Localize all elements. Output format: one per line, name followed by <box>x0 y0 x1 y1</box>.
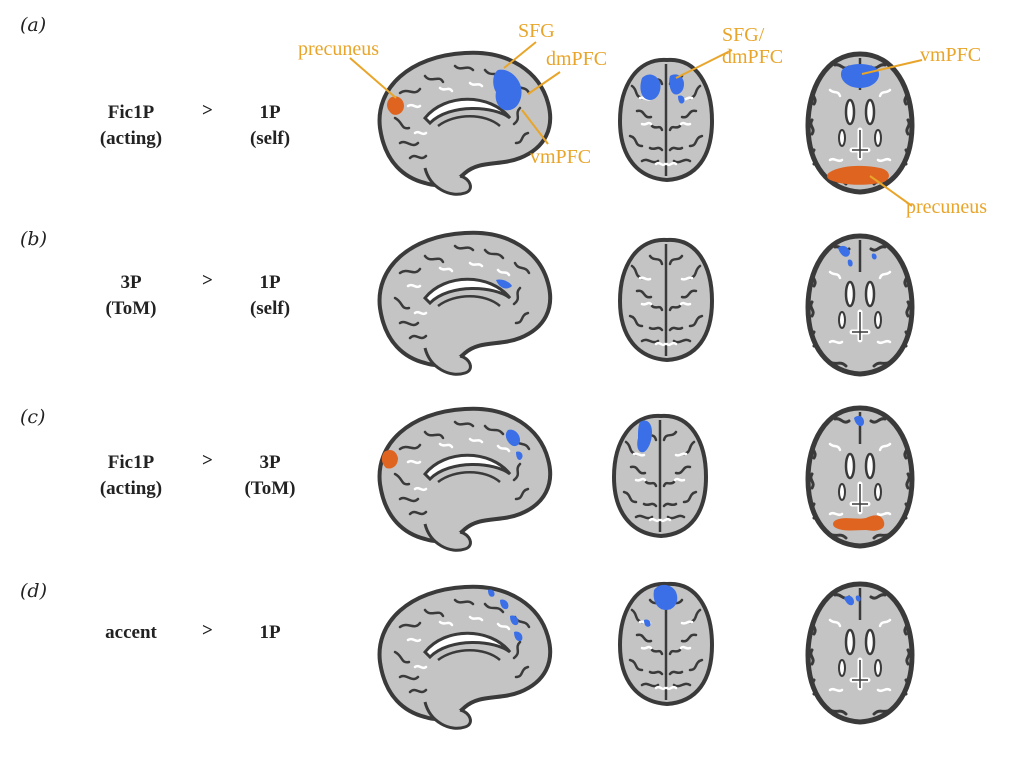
greater-than: > <box>202 450 213 471</box>
row-a: (a) Fic1P (acting) > 1P (self) <box>0 8 1024 198</box>
condition-left: accent <box>105 622 157 643</box>
annotation-dmpfc: dmPFC <box>546 48 608 70</box>
axial-brain <box>800 404 920 552</box>
condition-right: 1P <box>259 622 281 643</box>
row-c: (c) Fic1P (acting) > 3P (ToM) <box>0 400 1024 590</box>
row-d: (d) accent > 1P <box>0 580 1024 770</box>
row-b: (b) 3P (ToM) > 1P (self) <box>0 222 1024 412</box>
top-brain <box>618 57 714 182</box>
axial-brain <box>800 50 920 198</box>
annotation-sfg: SFG <box>518 20 555 42</box>
sagittal-brain <box>377 50 553 197</box>
condition-right: 1P (self) <box>249 102 291 149</box>
annotation-precuneus-sagittal: precuneus <box>298 38 380 60</box>
annotation-vmpfc-sagittal: vmPFC <box>530 146 592 168</box>
greater-than: > <box>202 100 213 121</box>
annotation-sfg-dmpfc: SFG/ dmPFC <box>722 24 784 68</box>
axial-brain <box>800 580 920 728</box>
row-label: (b) <box>20 228 47 250</box>
top-brain <box>612 413 708 538</box>
row-label: (a) <box>20 14 47 36</box>
condition-left: 3P (ToM) <box>105 272 157 319</box>
row-label: (d) <box>20 580 47 602</box>
greater-than: > <box>202 270 213 291</box>
annotation-precuneus-axial: precuneus <box>906 196 988 218</box>
condition-left: Fic1P (acting) <box>99 452 163 499</box>
row-label: (c) <box>20 406 46 428</box>
top-brain <box>618 581 714 706</box>
top-brain <box>618 237 714 362</box>
axial-brain <box>800 232 920 380</box>
sagittal-brain <box>377 584 553 731</box>
sagittal-brain <box>377 406 553 553</box>
sagittal-brain <box>377 230 553 377</box>
condition-right: 3P (ToM) <box>244 452 296 499</box>
annotation-vmpfc-axial: vmPFC <box>920 44 982 66</box>
condition-right: 1P (self) <box>249 272 291 319</box>
greater-than: > <box>202 620 213 641</box>
condition-left: Fic1P (acting) <box>99 102 163 149</box>
